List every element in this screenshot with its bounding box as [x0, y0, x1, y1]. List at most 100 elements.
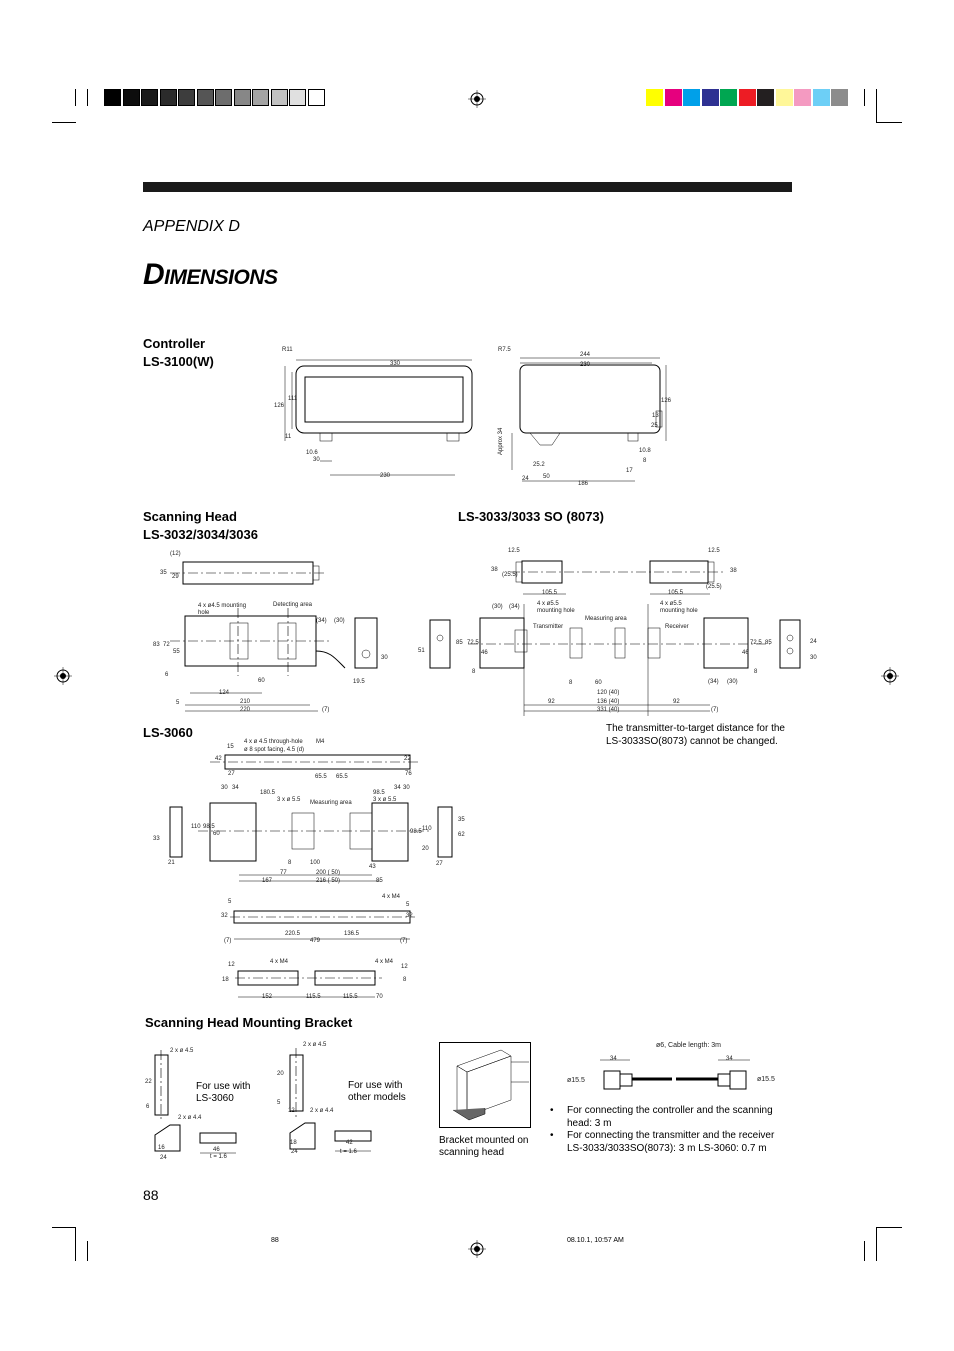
- dim-label: 29: [172, 574, 179, 580]
- dim-label: 5: [228, 899, 232, 905]
- dim-label: 6: [165, 672, 169, 678]
- dim-label: 92: [673, 699, 680, 705]
- cable-length-list: For connecting the controller and the sc…: [550, 1105, 790, 1155]
- dim-label: 27: [436, 861, 443, 867]
- bracket-other-label: For use with other models: [348, 1080, 406, 1103]
- dim-label: 3 x ø 5.5: [277, 797, 301, 803]
- scanning-head-title: Scanning Head: [143, 509, 237, 524]
- dim-label: 30: [221, 785, 228, 791]
- dim-label: 220.5: [285, 931, 301, 937]
- dim-label: 85: [376, 878, 383, 884]
- crop-mark: [87, 1241, 88, 1261]
- ls3060-heading: LS-3060: [143, 725, 193, 740]
- cable-dim-left: 34: [610, 1056, 617, 1062]
- list-item: For connecting the controller and the sc…: [550, 1105, 790, 1130]
- dim-label: 3 x ø 5.5: [373, 797, 397, 803]
- dim-label: 32: [406, 913, 413, 919]
- dim-label: Detecting area: [273, 602, 313, 608]
- color-swatch: [720, 89, 737, 106]
- dim-label: 126: [661, 398, 672, 404]
- crop-mark: [75, 89, 76, 106]
- dim-label: 60: [213, 831, 220, 837]
- dim-label: 22: [145, 1079, 152, 1085]
- crop-mark: [52, 122, 76, 123]
- registration-mark-icon: [468, 1240, 486, 1258]
- dim-label: 5: [176, 700, 180, 706]
- dim-label: 244: [580, 352, 591, 358]
- dim-label: 46: [481, 650, 488, 656]
- dim-label: 51: [418, 648, 425, 654]
- page-number: 88: [143, 1187, 159, 1203]
- color-swatch: [701, 89, 719, 106]
- crop-mark: [864, 1241, 865, 1261]
- dim-label: 22: [404, 756, 411, 762]
- dim-label: 43: [369, 864, 376, 870]
- dim-label: 30: [313, 457, 320, 463]
- appendix-label: APPENDIX D: [143, 218, 240, 235]
- dim-label: 110: [422, 826, 432, 832]
- dim-label: 216 ( 50): [316, 878, 341, 884]
- dim-label: 72.5: [750, 640, 762, 646]
- dim-label: 180.5: [260, 790, 276, 796]
- dim-label: 200 ( 50): [316, 870, 341, 876]
- color-swatch: [794, 89, 811, 106]
- ls3033-drawing: [429, 560, 801, 716]
- dim-label: 120 (40): [597, 690, 620, 696]
- dim-label: 331 (40): [597, 707, 620, 713]
- gray-swatch: [104, 89, 121, 106]
- bracket-photo-caption: Bracket mounted on scanning head: [439, 1135, 529, 1158]
- bracket-heading: Scanning Head Mounting Bracket: [145, 1015, 353, 1030]
- dim-label: 21: [168, 860, 175, 866]
- dim-label: 126: [274, 403, 285, 409]
- controller-side-drawing: [511, 357, 667, 482]
- bracket-photo: [439, 1042, 531, 1128]
- dim-label: 24: [291, 1149, 298, 1155]
- dim-label: 115.5: [306, 994, 321, 1000]
- controller-front-drawing: [284, 359, 473, 476]
- dim-label: 35: [160, 570, 167, 576]
- dim-label: (25.5): [502, 572, 518, 578]
- ls3033-heading: LS-3033/3033 SO (8073): [458, 509, 604, 524]
- crop-mark: [876, 1227, 877, 1261]
- dim-label: 25.2: [533, 462, 545, 468]
- bracket-ls3060-label: For use with LS-3060: [196, 1081, 251, 1104]
- cable-drawing: [600, 1059, 750, 1090]
- dim-label: 11: [285, 434, 292, 440]
- dim-label: 136.5: [344, 931, 360, 937]
- dim-label: 24: [160, 1155, 167, 1161]
- dim-label: 18: [222, 977, 229, 983]
- title-rest: IMENSIONS: [164, 266, 278, 289]
- dim-label: 98.5: [410, 829, 422, 835]
- gray-swatch: [141, 89, 158, 106]
- dim-label: 8: [643, 458, 647, 464]
- color-swatch: [757, 89, 774, 106]
- cable-label: ø6, Cable length: 3m: [656, 1042, 721, 1049]
- dim-label: 13: [652, 413, 659, 419]
- crop-mark: [75, 1227, 76, 1261]
- crop-mark: [876, 1227, 902, 1228]
- dim-label: 72: [163, 642, 170, 648]
- dim-label: (34): [509, 604, 520, 610]
- dim-label: 230: [380, 473, 391, 479]
- list-item: For connecting the transmitter and the r…: [550, 1130, 790, 1155]
- footer-timestamp: 08.10.1, 10:57 AM: [567, 1237, 624, 1244]
- dim-label: 30: [381, 655, 388, 661]
- dim-label: (34): [316, 618, 327, 624]
- dim-label: 76: [405, 771, 412, 777]
- dim-label: (34): [708, 679, 719, 685]
- dim-label: 2 x ø 4.5: [170, 1048, 194, 1054]
- gray-swatch: [159, 89, 177, 106]
- dim-label: 110: [191, 824, 201, 830]
- gray-swatch: [289, 89, 306, 106]
- dim-label: 2 x ø 4.4: [178, 1115, 202, 1121]
- dim-label: 8: [288, 860, 292, 866]
- dim-label: 17: [626, 468, 633, 474]
- gray-swatch: [233, 89, 251, 106]
- dim-label: 33: [153, 836, 160, 842]
- crop-mark: [876, 122, 902, 123]
- dim-label: 4 x ø4.5 mounting hole: [198, 603, 247, 616]
- dim-label: (30): [727, 679, 738, 685]
- scanning-head-drawing: [170, 561, 378, 712]
- dim-label: 20: [422, 846, 429, 852]
- dim-label: 10.6: [306, 450, 318, 456]
